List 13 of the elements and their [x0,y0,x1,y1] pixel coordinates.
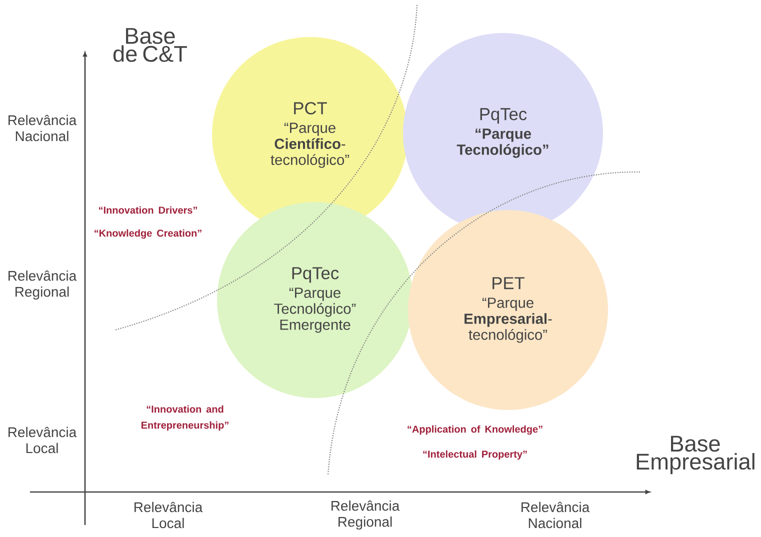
axis-tick-label: Relevância Regional [8,270,77,300]
axis-tick-label: Relevância Local [8,426,77,454]
quote-text: “Innovation Drivers” [99,206,197,214]
quote-text: “Application of Knowledge” [408,425,542,435]
axis-title: Base Empresarial [636,436,754,474]
axis-title: Base de C&T [113,28,187,62]
quote-text: “Intelectual Property” [423,450,527,460]
axis-tick-label: Relevância Nacional [8,114,77,142]
quote-text: “Knowledge Creation” [94,229,202,239]
axis-tick-label: Relevância Regional [332,500,400,530]
axis-tick-label: Relevância Nacional [522,502,590,528]
quote-text: “Innovation and Entrepreneurship” [142,405,228,431]
axis-tick-label: Relevância Local [134,502,203,528]
